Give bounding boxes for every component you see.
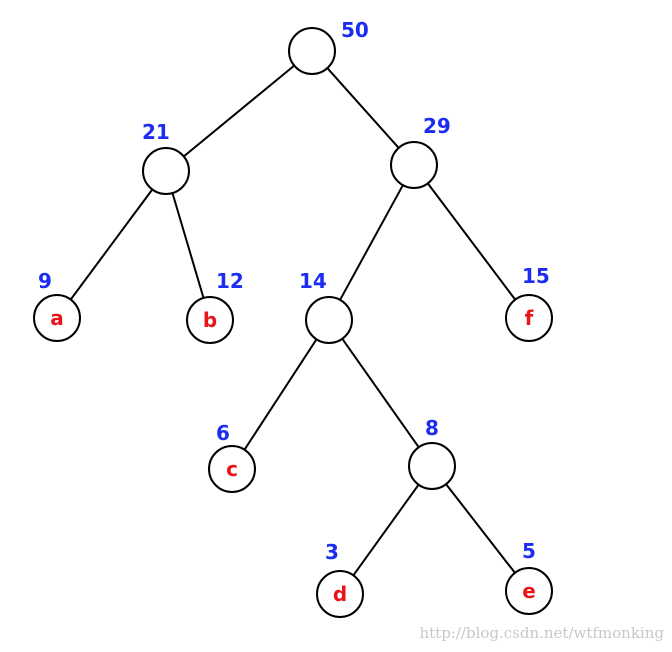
edge-n29-to-n14 [339,184,404,301]
node-weight-label: 21 [142,120,170,144]
node-weight-label: 6 [216,421,230,445]
edge-n29-to-leaf-f [427,182,516,301]
edge-n14-to-n8 [341,338,420,448]
node-weight-label: 15 [522,264,550,288]
node-circle [390,141,438,189]
node-circle [505,294,553,342]
node-weight-label: 8 [425,416,439,440]
tree-node-leaf-c: c6 [208,421,256,493]
tree-node-leaf-b: b 12 [186,269,244,344]
edge-n8-to-leaf-e [445,483,516,574]
node-circle [288,27,336,75]
leaf-letter-label: f [525,306,534,330]
node-circle [316,570,364,618]
tree-node-n8: 8 [408,416,456,490]
edge-n14-to-leaf-c [243,338,318,451]
leaf-letter-label: b [203,308,217,332]
leaf-letter-label: a [50,306,64,330]
node-circle [505,567,553,615]
node-circle [142,147,190,195]
tree-edges [69,64,516,576]
node-circle [408,442,456,490]
node-circle [208,445,256,493]
node-weight-label: 29 [423,114,451,138]
node-weight-label: 12 [216,269,244,293]
edge-n21-to-leaf-a [69,188,154,301]
edge-root-to-n29 [326,67,400,149]
tree-node-leaf-f: f 15 [505,264,553,342]
node-circle [186,296,234,344]
node-weight-label: 9 [38,269,52,293]
leaf-letter-label: e [522,579,536,603]
tree-node-leaf-a: a9 [33,269,81,342]
tree-node-n14: 14 [299,269,353,344]
edge-n8-to-leaf-d [352,484,420,576]
node-weight-label: 14 [299,269,327,293]
tree-node-leaf-d: d3 [316,540,364,618]
edge-root-to-n21 [183,64,295,158]
leaf-letter-label: c [226,457,238,481]
node-circle [305,296,353,344]
node-weight-label: 50 [341,18,369,42]
tree-node-leaf-e: e5 [505,539,553,615]
tree-node-n29: 29 [390,114,451,189]
leaf-letter-label: d [333,582,347,606]
node-weight-label: 3 [325,540,339,564]
tree-node-n21: 21 [142,120,190,195]
node-circle [33,294,81,342]
node-weight-label: 5 [522,539,536,563]
watermark-text: http://blog.csdn.net/wtfmonking [419,624,664,642]
edge-n21-to-leaf-b [171,192,205,299]
tree-node-root: 50 [288,18,369,75]
